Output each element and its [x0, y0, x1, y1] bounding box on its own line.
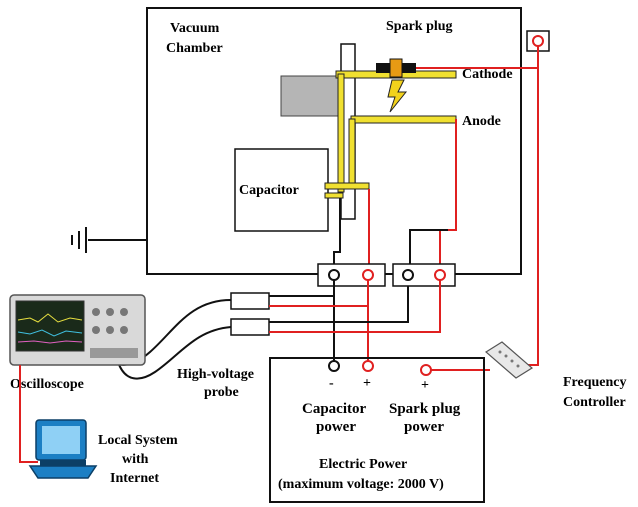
spark-plug-label: Spark plug — [386, 19, 453, 34]
remote-control-icon — [484, 341, 534, 379]
feedthrough-terminal-right — [392, 263, 456, 287]
ground-icon — [71, 227, 147, 253]
electric-power-box — [269, 357, 485, 503]
capacitor-power-line1: Capacitor — [302, 401, 366, 417]
chamber-label-line1: Vacuum — [170, 21, 220, 36]
cathode-return-wire — [409, 229, 448, 270]
feedthrough-terminal-top — [526, 30, 550, 52]
computer-icon — [28, 419, 98, 479]
local-system-line2: with — [122, 452, 149, 467]
probe-label-line1: High-voltage — [177, 367, 254, 382]
spark-plus-sign: + — [421, 378, 429, 393]
electric-power-subtitle: (maximum voltage: 2000 V) — [278, 477, 444, 492]
network-cable — [19, 365, 38, 463]
frequency-controller-line1: Frequency — [563, 375, 627, 390]
capacitor-plus-sign: + — [363, 376, 371, 391]
probe-cable-lower — [117, 326, 232, 380]
spark-plug-power-line2: power — [404, 419, 444, 435]
spark-plug-wire — [416, 46, 539, 69]
lightning-icon — [387, 79, 408, 113]
oscilloscope-icon — [9, 294, 146, 366]
spark-plug-pos-terminal — [420, 364, 432, 376]
oscilloscope-label: Oscilloscope — [10, 377, 84, 392]
local-system-line3: Internet — [110, 471, 159, 486]
capacitor-power-line2: power — [316, 419, 356, 435]
probe-lower-red-lead — [269, 280, 441, 333]
high-voltage-probe-upper — [230, 292, 270, 310]
anode-electrode — [350, 115, 457, 124]
high-voltage-probe-lower — [230, 318, 270, 336]
chamber-label-line2: Chamber — [166, 41, 223, 56]
local-system-line1: Local System — [98, 433, 178, 448]
capacitor-box — [234, 148, 329, 232]
cathode-stem — [337, 73, 345, 193]
spark-plug-power-line1: Spark plug — [389, 401, 461, 417]
capacitor-neg-wire — [333, 198, 341, 270]
electric-power-title: Electric Power — [319, 457, 407, 472]
frequency-controller-line2: Controller — [563, 395, 626, 410]
capacitor-minus-sign: - — [329, 376, 334, 391]
capacitor-pos-terminal — [362, 360, 374, 372]
capacitor-lead-bottom — [324, 192, 344, 199]
anode-label: Anode — [462, 114, 501, 129]
capacitor-lead-top — [324, 182, 370, 190]
cathode-label: Cathode — [462, 67, 513, 82]
anode-stem — [348, 118, 356, 190]
spark-plug — [376, 58, 416, 78]
frequency-controller-wire — [515, 46, 539, 366]
feedthrough-terminal-left — [317, 263, 386, 287]
capacitor-neg-terminal — [328, 360, 340, 372]
capacitor-label: Capacitor — [239, 183, 299, 198]
anode-wire — [439, 119, 457, 270]
probe-label-line2: probe — [204, 385, 239, 400]
probe-lower-black-lead — [269, 286, 409, 323]
target-block — [280, 75, 340, 117]
